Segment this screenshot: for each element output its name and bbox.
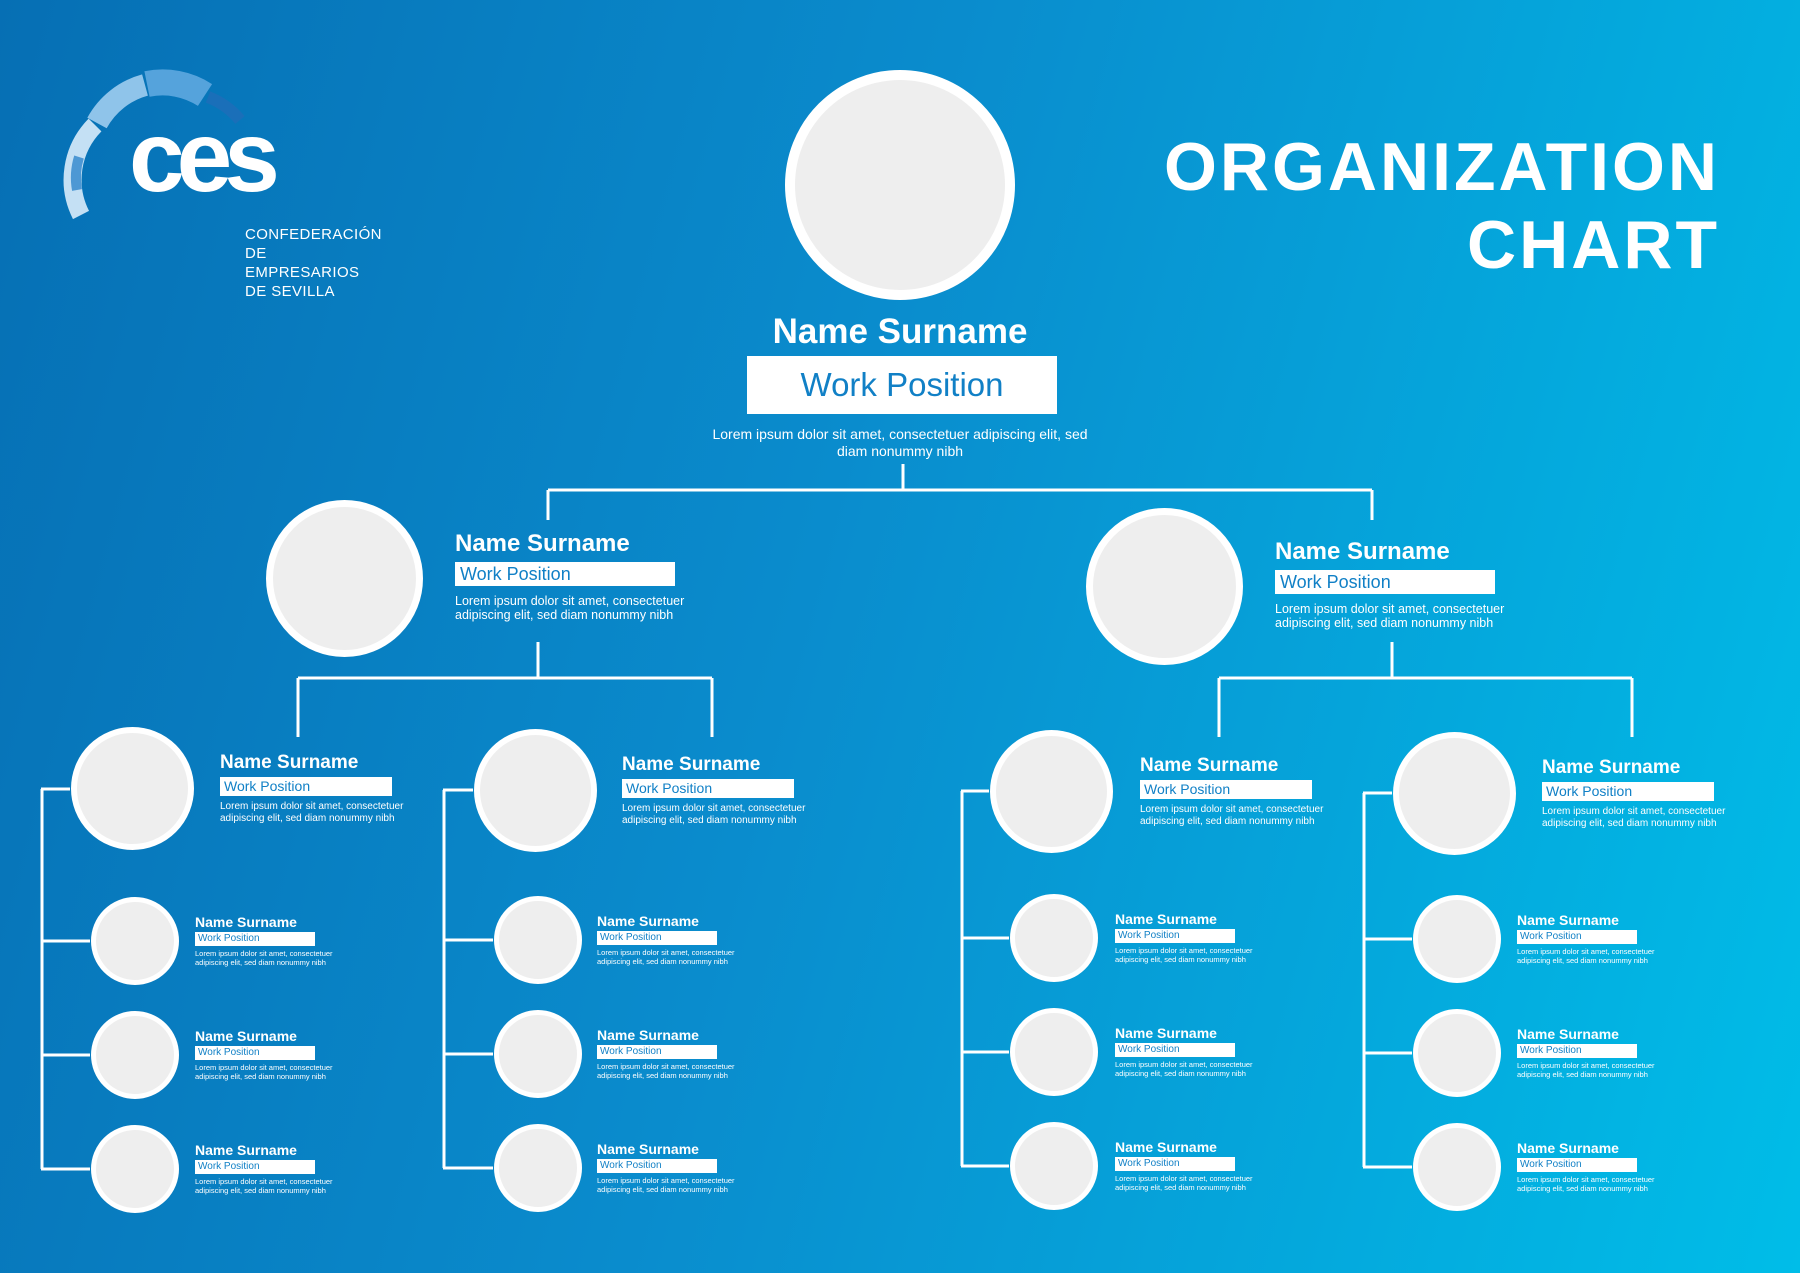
person-name: Name Surname (195, 1028, 297, 1044)
person-description: Lorem ipsum dolor sit amet, consectetuer… (597, 1062, 735, 1080)
person-description: Lorem ipsum dolor sit amet, consectetuer… (712, 426, 1088, 459)
work-position: Work Position (1115, 1157, 1235, 1171)
work-position: Work Position (597, 1045, 717, 1059)
avatar (71, 727, 194, 850)
person-name: Name Surname (772, 312, 1028, 351)
person-name: Name Surname (597, 1141, 699, 1157)
title-line: ORGANIZATION (1163, 129, 1720, 205)
work-position: Work Position (622, 779, 794, 798)
work-position: Work Position (195, 1046, 315, 1060)
work-position: Work Position (220, 777, 392, 796)
person-description: Lorem ipsum dolor sit amet, consectetuer… (1275, 602, 1505, 630)
person-name: Name Surname (622, 754, 761, 775)
work-position: Work Position (1115, 1043, 1235, 1057)
avatar (474, 729, 597, 852)
person-description: Lorem ipsum dolor sit amet, consectetuer… (220, 801, 404, 824)
person-name: Name Surname (1115, 1025, 1217, 1041)
person-description: Lorem ipsum dolor sit amet, consectetuer… (597, 948, 735, 966)
work-position: Work Position (455, 562, 675, 586)
avatar (91, 1125, 179, 1213)
work-position: Work Position (1140, 780, 1312, 799)
avatar (1393, 732, 1516, 855)
avatar (494, 1010, 582, 1098)
work-position: Work Position (597, 931, 717, 945)
page-title: ORGANIZATION CHART (1164, 128, 1720, 284)
work-position: Work Position (195, 1160, 315, 1174)
person-description: Lorem ipsum dolor sit amet, consectetuer… (455, 594, 685, 622)
person-name: Name Surname (220, 752, 359, 773)
person-name: Name Surname (1275, 538, 1450, 565)
logo-subtitle-line: DE SEVILLA (245, 283, 335, 300)
ces-logo: ces CONFEDERACIÓN DE EMPRESARIOS DE SEVI… (55, 65, 385, 300)
work-position: Work Position (1542, 782, 1714, 801)
person-description: Lorem ipsum dolor sit amet, consectetuer… (195, 949, 333, 967)
person-description: Lorem ipsum dolor sit amet, consectetuer… (1140, 804, 1324, 827)
work-position: Work Position (1517, 1158, 1637, 1172)
avatar (91, 897, 179, 985)
logo-arc-icon (63, 69, 245, 220)
work-position: Work Position (1517, 930, 1637, 944)
person-description: Lorem ipsum dolor sit amet, consectetuer… (1517, 947, 1655, 965)
person-name: Name Surname (1542, 757, 1681, 778)
avatar (1413, 1009, 1501, 1097)
work-position: Work Position (1115, 929, 1235, 943)
person-description: Lorem ipsum dolor sit amet, consectetuer… (1517, 1175, 1655, 1193)
avatar (494, 1124, 582, 1212)
logo-subtitle-line: CONFEDERACIÓN DE (245, 226, 382, 262)
person-description: Lorem ipsum dolor sit amet, consectetuer… (597, 1176, 735, 1194)
work-position: Work Position (747, 356, 1057, 414)
person-description: Lorem ipsum dolor sit amet, consectetuer… (195, 1177, 333, 1195)
work-position: Work Position (195, 932, 315, 946)
avatar (91, 1011, 179, 1099)
person-name: Name Surname (195, 914, 297, 930)
person-name: Name Surname (455, 530, 630, 557)
avatar (1086, 508, 1243, 665)
person-name: Name Surname (597, 913, 699, 929)
avatar (1010, 894, 1098, 982)
logo-subtitle-line: EMPRESARIOS (245, 264, 360, 281)
avatar (1010, 1008, 1098, 1096)
person-name: Name Surname (1517, 1140, 1619, 1156)
person-name: Name Surname (1517, 1026, 1619, 1042)
person-name: Name Surname (1115, 911, 1217, 927)
work-position: Work Position (1275, 570, 1495, 594)
title-line: CHART (1467, 207, 1720, 283)
avatar (494, 896, 582, 984)
person-name: Name Surname (1115, 1139, 1217, 1155)
person-description: Lorem ipsum dolor sit amet, consectetuer… (1517, 1061, 1655, 1079)
avatar (1413, 895, 1501, 983)
avatar (1413, 1123, 1501, 1211)
person-name: Name Surname (597, 1027, 699, 1043)
avatar (266, 500, 423, 657)
person-name: Name Surname (195, 1142, 297, 1158)
person-description: Lorem ipsum dolor sit amet, consectetuer… (1115, 946, 1253, 964)
logo-wordmark: ces (129, 101, 280, 213)
person-name: Name Surname (1140, 755, 1279, 776)
work-position: Work Position (597, 1159, 717, 1173)
person-name: Name Surname (1517, 912, 1619, 928)
person-description: Lorem ipsum dolor sit amet, consectetuer… (1542, 806, 1726, 829)
person-description: Lorem ipsum dolor sit amet, consectetuer… (195, 1063, 333, 1081)
person-description: Lorem ipsum dolor sit amet, consectetuer… (622, 803, 806, 826)
person-description: Lorem ipsum dolor sit amet, consectetuer… (1115, 1174, 1253, 1192)
work-position: Work Position (1517, 1044, 1637, 1058)
logo-subtitle: CONFEDERACIÓN DE EMPRESARIOS DE SEVILLA (245, 225, 385, 301)
avatar (1010, 1122, 1098, 1210)
person-description: Lorem ipsum dolor sit amet, consectetuer… (1115, 1060, 1253, 1078)
avatar (785, 70, 1015, 300)
avatar (990, 730, 1113, 853)
